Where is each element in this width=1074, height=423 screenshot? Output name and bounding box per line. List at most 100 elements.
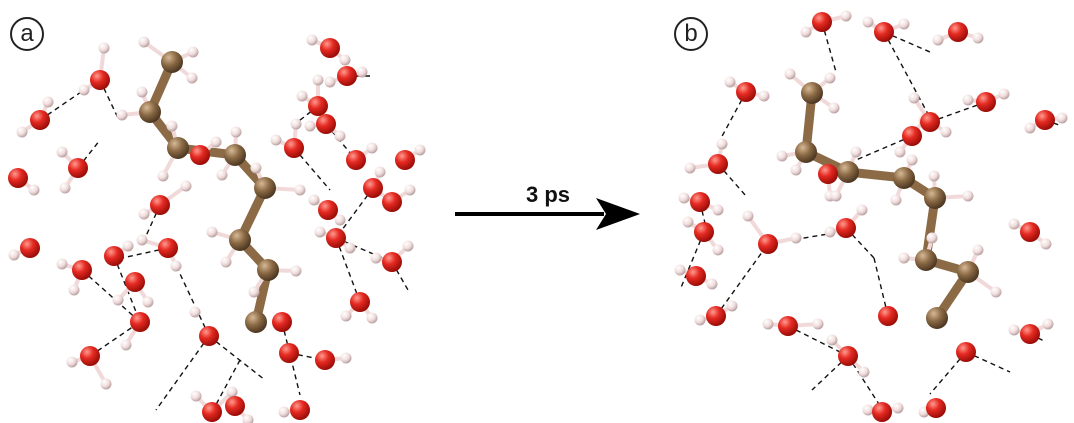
oxygen-atom (350, 292, 370, 312)
panel-label-b: b (674, 17, 708, 51)
hydrogen-atom (306, 34, 318, 46)
hydrogen-atom (142, 296, 154, 308)
oxygen-atom (316, 114, 336, 134)
carbon-atom (915, 249, 937, 271)
oxygen-atom (199, 326, 219, 346)
oxygen-atom (956, 342, 976, 362)
hydrogen-atom (694, 314, 706, 326)
hydrogen-atom (157, 170, 169, 182)
oxygen-atom (272, 312, 292, 332)
hydrogen-atom (812, 318, 824, 330)
oxygen-atom (363, 178, 383, 198)
oxygen-atom (920, 112, 940, 132)
hydrogen-atom (8, 249, 20, 261)
hydrogen-atom (824, 226, 836, 238)
oxygen-atom (395, 150, 415, 170)
carbon-atom (924, 187, 946, 209)
hydrogen-atom (344, 242, 356, 254)
oxygen-atom (8, 168, 28, 188)
hydrogen-bond (155, 335, 210, 411)
oxygen-atom (190, 145, 210, 165)
oxygen-atom (346, 150, 366, 170)
hydrogen-bond (335, 237, 361, 303)
hydrogen-atom (414, 144, 426, 156)
hydrogen-atom (28, 184, 40, 196)
hydrogen-atom (962, 190, 974, 202)
oxygen-atom (872, 402, 892, 422)
hydrogen-atom (120, 339, 132, 351)
hydrogen-atom (370, 252, 382, 264)
hydrogen-atom (314, 226, 326, 238)
oxygen-atom (382, 252, 402, 272)
hydrogen-atom (340, 352, 352, 364)
oxygen-atom (1020, 222, 1040, 242)
hydrogen-atom (340, 310, 352, 322)
hydrogen-atom (334, 214, 346, 226)
oxygen-atom (778, 316, 798, 336)
hydrogen-atom (366, 312, 378, 324)
oxygen-atom (320, 38, 340, 58)
hydrogen-atom (840, 10, 852, 22)
oxygen-atom (104, 246, 124, 266)
carbon-atom (224, 144, 246, 166)
hydrogen-atom (1040, 238, 1052, 250)
hydrogen-atom (324, 76, 336, 88)
hydrogen-atom (830, 190, 842, 202)
carbon-atom (257, 259, 279, 281)
oxygen-atom (202, 402, 222, 422)
hydrogen-atom (296, 90, 308, 102)
hydrogen-atom (210, 136, 222, 148)
hydrogen-atom (216, 169, 228, 181)
carbon-atom (957, 261, 979, 283)
hydrogen-bond (717, 163, 747, 197)
oxygen-atom (284, 138, 304, 158)
hydrogen-atom (828, 102, 840, 114)
hydrogen-atom (78, 84, 90, 96)
hydrogen-atom (250, 162, 262, 174)
carbon-atom (254, 177, 276, 199)
time-arrow (455, 198, 640, 230)
hydrogen-atom (972, 244, 984, 256)
hydrogen-atom (972, 32, 984, 44)
panel-b-structure (674, 10, 1068, 422)
hydrogen-atom (308, 194, 320, 206)
hydrogen-atom (906, 154, 918, 166)
hydrogen-atom (56, 258, 68, 270)
hydrogen-atom (712, 244, 724, 256)
carbon-atom (837, 161, 859, 183)
hydrogen-bond (965, 351, 1011, 373)
oxygen-atom (158, 238, 178, 258)
hydrogen-atom (1024, 122, 1036, 134)
hydrogen-atom (242, 414, 254, 423)
hydrogen-bond (847, 355, 885, 413)
hydrogen-atom (682, 216, 694, 228)
hydrogen-atom (894, 146, 906, 158)
oxygen-atom (706, 306, 726, 326)
oxygen-atom (326, 228, 346, 248)
carbon-atom (893, 167, 915, 189)
carbon-atom (245, 311, 267, 333)
hydrogen-atom (926, 232, 938, 244)
hydrogen-atom (116, 109, 128, 121)
hydrogen-atom (1056, 112, 1068, 124)
oxygen-atom (279, 343, 299, 363)
hydrogen-atom (790, 164, 802, 176)
hydrogen-bond (855, 135, 913, 161)
hydrogen-atom (220, 256, 232, 268)
carbon-atom (167, 137, 189, 159)
hydrogen-atom (294, 184, 306, 196)
hydrogen-bond (167, 247, 210, 337)
hydrogen-atom (166, 120, 178, 132)
oxygen-atom (308, 96, 328, 116)
hydrogen-atom (16, 126, 28, 138)
hydrogen-bond (145, 204, 161, 237)
hydrogen-atom (712, 204, 724, 216)
hydrogen-atom (189, 306, 201, 318)
atom-layer (674, 10, 1068, 422)
hydrogen-atom (374, 166, 386, 178)
carbon-atom (229, 229, 251, 251)
carbon-atom (139, 101, 161, 123)
oxygen-atom (125, 272, 145, 292)
hydrogen-atom (1008, 324, 1020, 336)
hydrogen-bond (787, 325, 849, 357)
